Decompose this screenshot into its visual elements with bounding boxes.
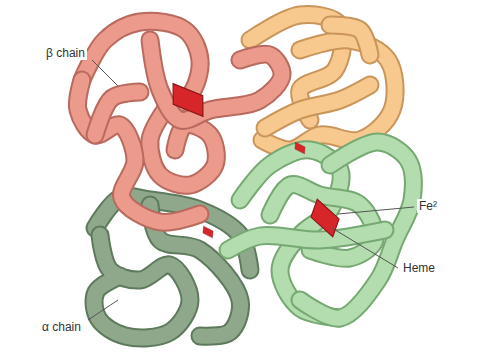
light-green-chain xyxy=(228,142,413,318)
leader-line xyxy=(88,300,118,320)
heme-group xyxy=(163,78,345,241)
leader-line xyxy=(332,228,398,268)
leader-line xyxy=(92,60,118,86)
leader-line xyxy=(338,207,414,214)
alpha-chain-label: α chain xyxy=(40,320,83,334)
leader-lines xyxy=(88,60,414,320)
heme-plate xyxy=(200,224,216,239)
fe-label: Fe² xyxy=(417,199,439,213)
beta-chain-label: β chain xyxy=(44,46,87,60)
heme-plate xyxy=(292,140,308,155)
heme-plate xyxy=(305,195,346,240)
heme-label: Heme xyxy=(401,261,437,275)
heme-plate xyxy=(163,78,212,122)
